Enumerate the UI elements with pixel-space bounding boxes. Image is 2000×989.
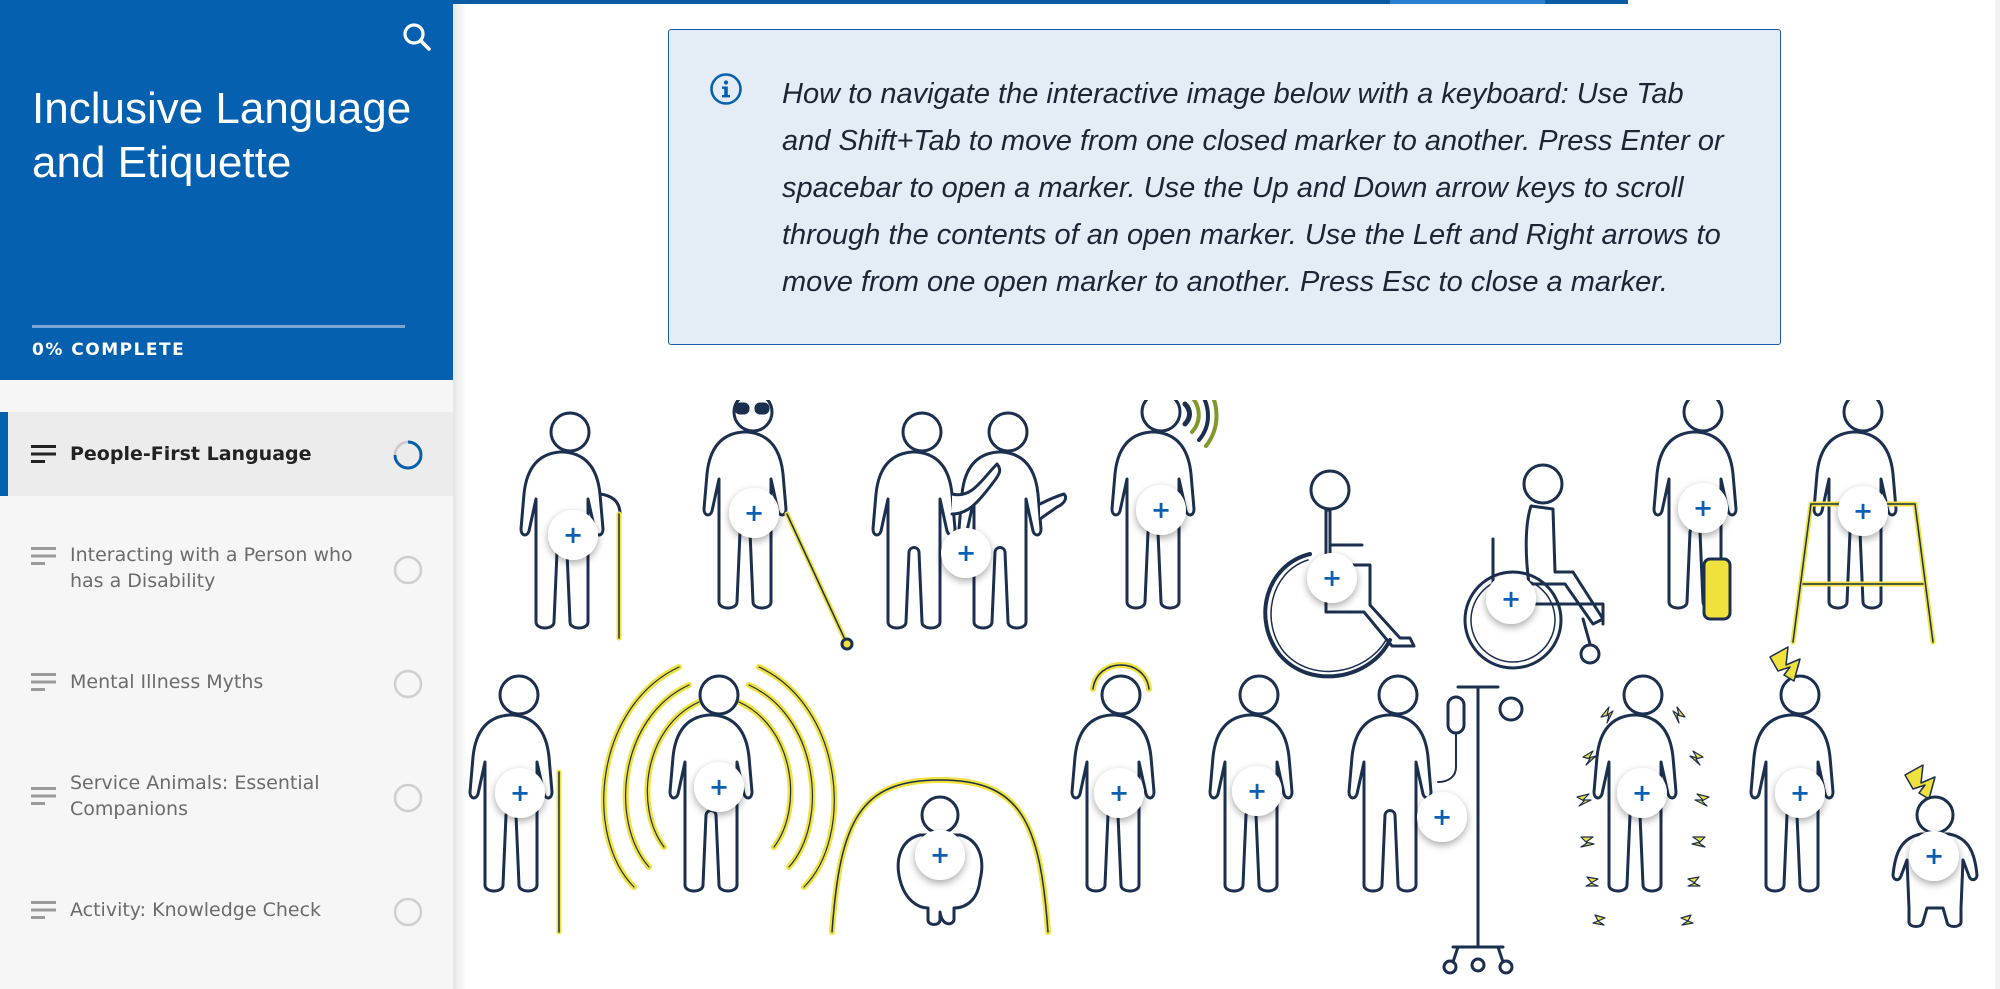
figure-guided-pair (871, 411, 1068, 630)
info-icon (710, 73, 742, 105)
sidebar-item-label: People-First Language (70, 443, 312, 465)
plus-icon: + (1109, 779, 1129, 807)
plus-icon: + (1924, 842, 1944, 870)
plus-icon: + (956, 539, 976, 567)
figure-headache (1749, 646, 1835, 893)
plus-icon: + (1247, 777, 1267, 805)
hotspot-marker[interactable]: + (1909, 831, 1959, 881)
sidebar-item-label: Activity: Knowledge Check (70, 899, 322, 921)
sidebar-item-people-first-language[interactable]: People-First Language (0, 412, 453, 496)
plus-icon: + (709, 773, 729, 801)
hotspot-marker[interactable]: + (495, 768, 545, 818)
hotspot-marker[interactable]: + (1838, 486, 1888, 536)
not-started-icon (393, 897, 423, 927)
plus-icon: + (744, 499, 764, 527)
figure-iv-pole (1347, 674, 1524, 975)
plus-icon: + (1322, 564, 1342, 592)
plus-icon: + (1693, 494, 1713, 522)
search-button[interactable] (400, 20, 434, 54)
hotspot-marker[interactable]: + (941, 528, 991, 578)
figure-cane-elderly (519, 411, 622, 641)
keyboard-navigation-note: How to navigate the interactive image be… (668, 29, 1781, 345)
sidebar-item-knowledge-check[interactable]: Activity: Knowledge Check (0, 854, 453, 954)
lesson-progress-bar (453, 0, 1628, 4)
hotspot-marker[interactable]: + (694, 762, 744, 812)
plus-icon: + (563, 521, 583, 549)
search-icon (403, 23, 431, 51)
not-started-icon (393, 555, 423, 585)
not-started-icon (393, 669, 423, 699)
hotspot-marker[interactable]: + (1232, 766, 1282, 816)
lesson-lines-icon (31, 901, 56, 919)
plus-icon: + (1853, 497, 1873, 525)
in-progress-icon (393, 440, 423, 470)
course-header: Inclusive Language and Etiquette 0% COMP… (0, 0, 453, 380)
figure-leg-cast (1652, 400, 1738, 621)
hotspot-marker[interactable]: + (1136, 485, 1186, 535)
info-text: How to navigate the interactive image be… (782, 78, 1724, 298)
sidebar-item-label: Interacting with a Person who has a Disa… (70, 544, 353, 592)
figure-sensory-waves (600, 664, 838, 893)
sidebar: Inclusive Language and Etiquette 0% COMP… (0, 0, 453, 989)
hotspot-marker[interactable]: + (1094, 768, 1144, 818)
progress-label: 0% COMPLETE (32, 340, 186, 360)
sidebar-item-label: Service Animals: Essential Companions (70, 772, 320, 820)
lesson-lines-icon (31, 673, 56, 691)
figure-wheelchair-user (1463, 463, 1605, 670)
plus-icon: + (510, 779, 530, 807)
hotspot-marker[interactable]: + (1486, 574, 1536, 624)
lesson-progress-segment (1390, 0, 1545, 4)
plus-icon: + (1432, 803, 1452, 831)
hotspot-marker[interactable]: + (729, 488, 779, 538)
plus-icon: + (1151, 496, 1171, 524)
sidebar-item-label: Mental Illness Myths (70, 671, 264, 693)
figure-cane-2 (468, 674, 562, 935)
sidebar-item-service-animals[interactable]: Service Animals: Essential Companions (0, 740, 453, 840)
hotspot-marker[interactable]: + (1775, 768, 1825, 818)
hotspot-markers: + + + + + + + + + + + + + + + + + (495, 483, 1959, 881)
plus-icon: + (1790, 779, 1810, 807)
not-started-icon (393, 783, 423, 813)
hotspot-marker[interactable]: + (1678, 483, 1728, 533)
hotspot-marker[interactable]: + (915, 830, 965, 880)
sidebar-shadow (453, 0, 467, 989)
lesson-lines-icon (31, 787, 56, 805)
hotspot-marker[interactable]: + (1307, 553, 1357, 603)
figure-headband (1070, 662, 1156, 893)
figure-seizure (1576, 674, 1710, 926)
lesson-lines-icon (31, 445, 56, 463)
figure-hearing (1110, 400, 1219, 610)
hotspot-marker[interactable]: + (548, 510, 598, 560)
interactive-image: + + + + + + + + + + + + + + + + + (468, 400, 1979, 975)
active-indicator (0, 412, 8, 496)
plus-icon: + (1501, 585, 1521, 613)
lesson-lines-icon (31, 547, 56, 565)
scrollbar-track[interactable] (1995, 0, 2000, 989)
plus-icon: + (930, 841, 950, 869)
sidebar-item-interacting[interactable]: Interacting with a Person who has a Disa… (0, 512, 453, 612)
sidebar-item-mental-illness-myths[interactable]: Mental Illness Myths (0, 626, 453, 726)
figure-wheelchair-symbol (1263, 469, 1416, 679)
hotspot-marker[interactable]: + (1617, 768, 1667, 818)
figure-blind-cane (702, 400, 854, 651)
plus-icon: + (1632, 779, 1652, 807)
course-title: Inclusive Language and Etiquette (32, 84, 412, 187)
progress-bar (32, 325, 405, 328)
hotspot-marker[interactable]: + (1417, 792, 1467, 842)
